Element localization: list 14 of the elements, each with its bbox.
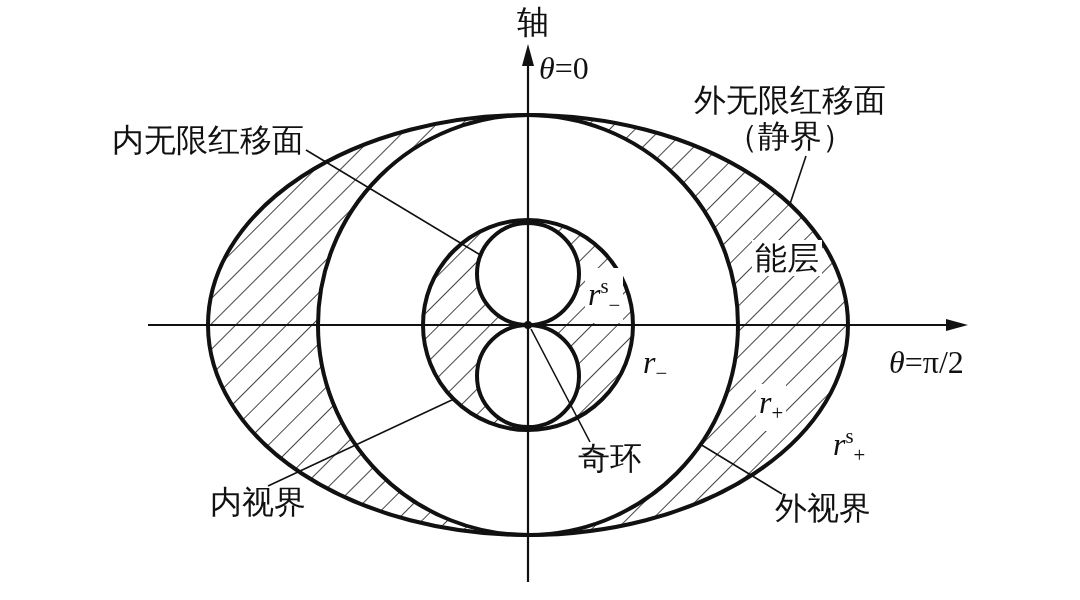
callout-text: 奇环 [578, 440, 642, 476]
leader-line [267, 398, 455, 487]
leader-line [305, 149, 483, 257]
region-label: 能层 [752, 240, 822, 276]
callout-text: 内视界 [210, 484, 306, 520]
radius-label: r$_{+}$ [756, 384, 787, 432]
callout-text: 内无限红移面 [112, 122, 304, 158]
callout-text: 外视界 [775, 490, 871, 526]
leader-line [789, 155, 807, 205]
leader-line [530, 328, 591, 443]
circle-outline [316, 113, 740, 537]
figure-eight-outline [475, 221, 581, 429]
leader-line [699, 443, 783, 495]
callout-text: 外无限红移面（静界） [690, 82, 890, 154]
